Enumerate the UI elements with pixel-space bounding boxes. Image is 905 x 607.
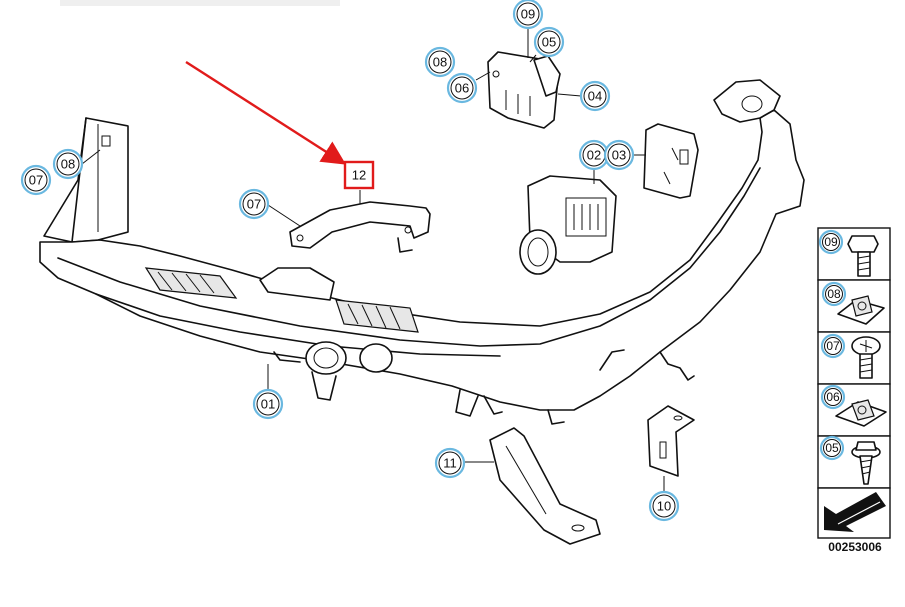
flange-screw-icon	[851, 441, 881, 485]
angle-bracket-part	[647, 405, 695, 477]
highlight-arrow	[185, 60, 347, 165]
strap-bracket-part	[289, 201, 431, 253]
hardware-label-06: 06	[820, 384, 846, 410]
leader-lines	[81, 27, 665, 492]
callout-06[interactable]: 06	[446, 72, 478, 104]
callout-label: 04	[588, 89, 602, 104]
callout-11[interactable]: 11	[434, 447, 466, 479]
diagram-number: 00253006	[828, 540, 882, 554]
torx-bolt-icon	[851, 336, 881, 379]
callout-label: 02	[587, 148, 601, 163]
mount-plate-part	[643, 123, 699, 199]
upper-bracket-part	[487, 51, 561, 129]
callout-label: 07	[29, 173, 43, 188]
connector-housing-part	[519, 175, 617, 275]
callout-05[interactable]: 05	[533, 26, 565, 58]
callout-04[interactable]: 04	[579, 80, 611, 112]
callout-label: 10	[657, 499, 671, 514]
highlight-label: 12	[352, 168, 366, 183]
lower-support-part	[489, 427, 601, 545]
clip-nut-icon	[837, 295, 885, 325]
hardware-label-text: 05	[825, 441, 839, 455]
hardware-label-05: 05	[819, 435, 845, 461]
front-carrier-part	[39, 79, 805, 425]
hardware-label-text: 06	[826, 390, 840, 404]
callout-03[interactable]: 03	[603, 139, 635, 171]
callout-02[interactable]: 02	[578, 139, 610, 171]
callout-label: 08	[61, 157, 75, 172]
callout-label: 05	[542, 35, 556, 50]
hardware-label-text: 07	[826, 339, 840, 353]
hardware-label-text: 08	[827, 287, 841, 301]
callout-label: 03	[612, 148, 626, 163]
faint-header-remnant	[60, 0, 340, 6]
hardware-label-text: 09	[824, 235, 838, 249]
hardware-label-07: 07	[820, 333, 846, 359]
callout-label: 06	[455, 81, 469, 96]
callout-label: 09	[521, 7, 535, 22]
hardware-panel: 09 08 07	[817, 227, 891, 554]
callout-07-mid[interactable]: 07	[238, 188, 270, 220]
hardware-label-09: 09	[818, 229, 844, 255]
callout-label: 08	[433, 55, 447, 70]
highlight-box	[343, 160, 375, 190]
hex-bolt-icon	[847, 235, 879, 277]
callout-label: 01	[261, 397, 275, 412]
callout-label: 07	[247, 197, 261, 212]
callout-09[interactable]: 09	[512, 0, 544, 30]
callout-10[interactable]: 10	[648, 490, 680, 522]
flat-clip-nut-icon	[835, 399, 887, 427]
callouts-group: 01 02 03 04 05 06 07 07	[20, 0, 680, 522]
callout-08-top[interactable]: 08	[424, 46, 456, 78]
callout-08-left[interactable]: 08	[52, 148, 84, 180]
callout-07-left[interactable]: 07	[20, 164, 52, 196]
callout-01[interactable]: 01	[252, 388, 284, 420]
front-arrow-icon	[824, 492, 886, 532]
callout-label: 11	[443, 456, 457, 471]
hardware-label-08: 08	[821, 281, 847, 307]
